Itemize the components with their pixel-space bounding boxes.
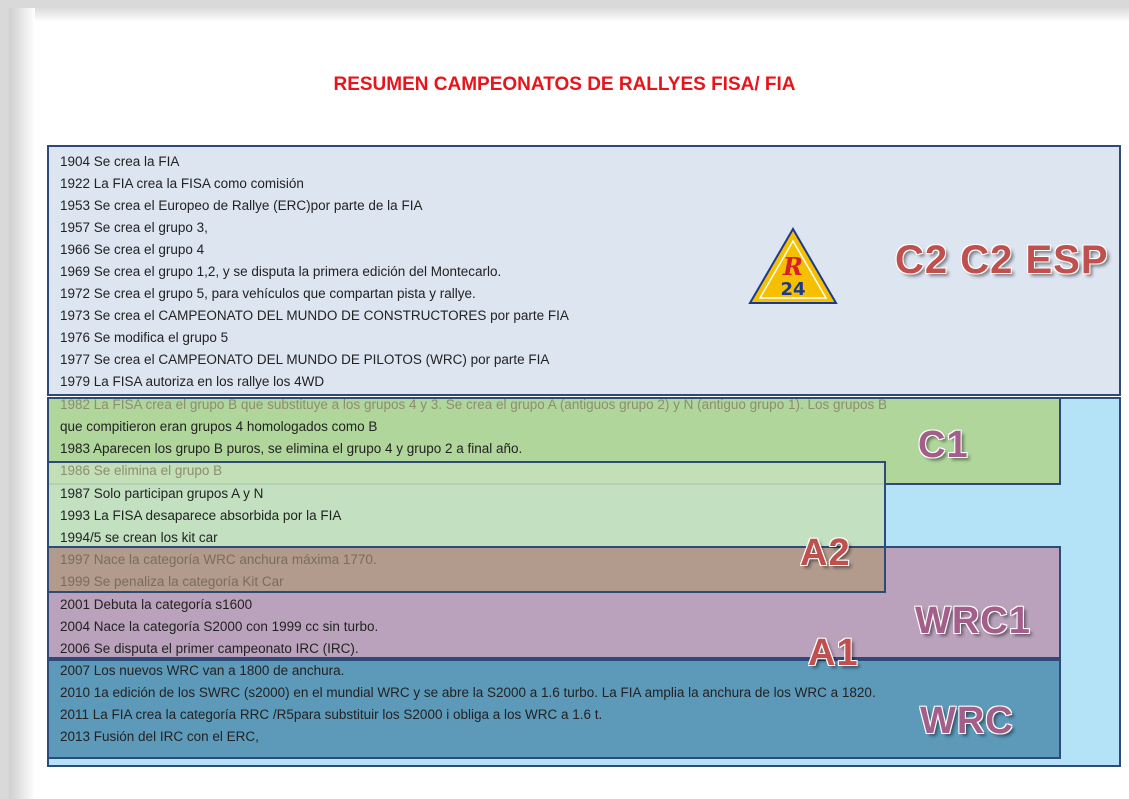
page-left-shadow bbox=[9, 8, 35, 799]
timeline-entry: 1977 Se crea el CAMPEONATO DEL MUNDO DE … bbox=[60, 352, 550, 367]
timeline-entry: 1983 Aparecen los grupo B puros, se elim… bbox=[60, 441, 523, 456]
page-title: RESUMEN CAMPEONATOS DE RALLYES FISA/ FIA bbox=[333, 74, 796, 95]
c2-box bbox=[47, 145, 1121, 396]
timeline-entry: 2013 Fusión del IRC con el ERC, bbox=[60, 729, 259, 744]
label-a2: A2 bbox=[800, 532, 851, 574]
timeline-entry: 2006 Se disputa el primer campeonato IRC… bbox=[60, 641, 359, 656]
label-wrc1: WRC1 bbox=[915, 600, 1031, 642]
timeline-entry: 1982 La FISA crea el grupo B que substit… bbox=[60, 397, 888, 412]
label-c2: C2 C2 ESP bbox=[895, 238, 1109, 282]
timeline-entry: 1979 La FISA autoriza en los rallye los … bbox=[60, 374, 325, 389]
timeline-entry: 1969 Se crea el grupo 1,2, y se disputa … bbox=[60, 264, 502, 279]
timeline-entry: 1994/5 se crean los kit car bbox=[60, 530, 218, 545]
label-c1: C1 bbox=[918, 424, 969, 466]
page-top-shadow bbox=[9, 8, 1129, 22]
timeline-entry: 1973 Se crea el CAMPEONATO DEL MUNDO DE … bbox=[60, 308, 569, 323]
timeline-entry: que compitieron eran grupos 4 homologado… bbox=[60, 419, 378, 434]
timeline-entry: 2004 Nace la categoría S2000 con 1999 cc… bbox=[60, 619, 379, 634]
timeline-entry: 1922 La FIA crea la FISA como comisión bbox=[60, 176, 304, 191]
timeline-entry: 2001 Debuta la categoría s1600 bbox=[60, 597, 253, 612]
timeline-entry: 1972 Se crea el grupo 5, para vehículos … bbox=[60, 286, 476, 301]
timeline-entry: 1997 Nace la categoría WRC anchura máxim… bbox=[60, 552, 377, 567]
wrc-box bbox=[47, 659, 1061, 759]
window-top-bar bbox=[0, 0, 1129, 8]
a2-wrc1-overlap-box bbox=[47, 546, 886, 593]
r24-logo: R 24 bbox=[748, 227, 838, 304]
label-a1: A1 bbox=[808, 632, 859, 674]
timeline-entry: 1953 Se crea el Europeo de Rallye (ERC)p… bbox=[60, 198, 423, 213]
timeline-entry: 1986 Se elimina el grupo B bbox=[60, 463, 223, 478]
label-wrc: WRC bbox=[920, 700, 1014, 742]
timeline-entry: 2007 Los nuevos WRC van a 1800 de anchur… bbox=[60, 663, 345, 678]
timeline-entry: 1976 Se modifica el grupo 5 bbox=[60, 330, 229, 345]
timeline-entry: 2010 1a edición de los SWRC (s2000) en e… bbox=[60, 685, 876, 700]
timeline-entry: 1966 Se crea el grupo 4 bbox=[60, 242, 205, 257]
timeline-entry: 1904 Se crea la FIA bbox=[60, 154, 180, 169]
timeline-entry: 2011 La FIA crea la categoría RRC /R5par… bbox=[60, 707, 603, 722]
timeline-entry: 1999 Se penaliza la categoría Kit Car bbox=[60, 574, 284, 589]
timeline-entry: 1987 Solo participan grupos A y N bbox=[60, 486, 264, 501]
timeline-entry: 1993 La FISA desaparece absorbida por la… bbox=[60, 508, 342, 523]
window-left-bar bbox=[0, 0, 9, 799]
svg-text:24: 24 bbox=[780, 279, 805, 300]
svg-text:R: R bbox=[782, 252, 803, 281]
timeline-entry: 1957 Se crea el grupo 3, bbox=[60, 220, 208, 235]
